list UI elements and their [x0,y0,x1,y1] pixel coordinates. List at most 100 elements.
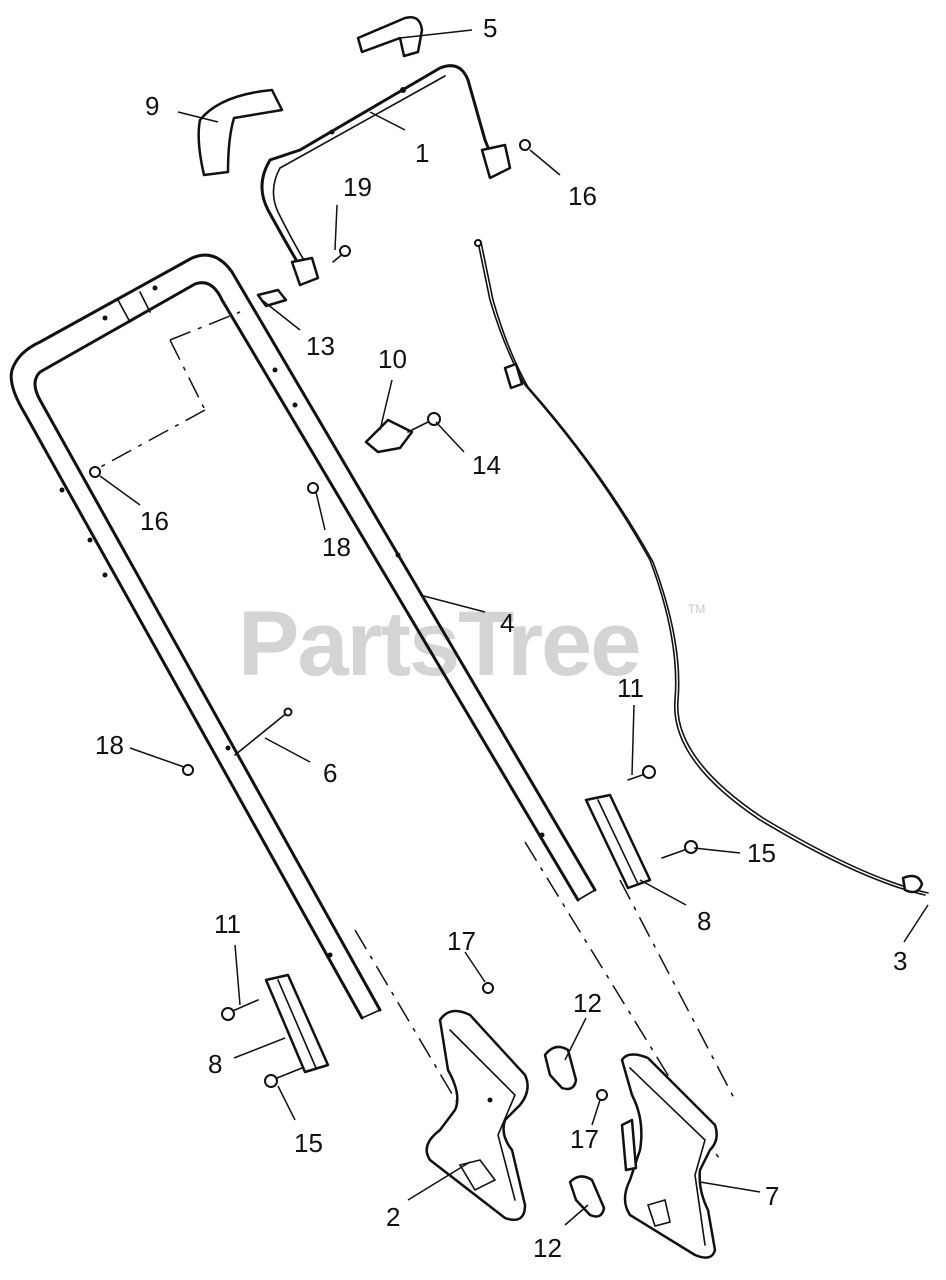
watermark: PartsTree TM [238,593,705,695]
bracket-flange-right [629,1067,706,1246]
handle-hole [102,315,108,321]
callout-8-left: 8 [208,1049,222,1079]
callout-12-upper: 12 [573,988,602,1018]
leader-line [129,747,185,768]
cable-end [901,874,924,894]
bolt-head [264,1074,278,1088]
handle-hole [292,402,298,408]
leader-line [99,475,141,506]
bracket-plate-right [620,1053,718,1259]
leader-line [464,951,486,983]
handle-bracket-right [620,1053,718,1259]
callout-19: 19 [343,172,372,202]
callout-5: 5 [483,13,497,43]
callout-11-right: 11 [617,673,644,703]
assembly-line [169,339,206,411]
bail-grip [356,16,424,58]
handle-tube-inner [33,281,580,1012]
nut [519,139,531,151]
leader-line [234,944,241,1006]
callout-17-upper: 17 [447,926,476,956]
handle-hole [59,487,65,493]
leader-line [564,1204,589,1226]
leader-line [699,1181,761,1193]
callout-16-left: 16 [140,506,169,536]
nut [182,764,194,776]
cable-ferrule [503,362,524,390]
leader-line [591,1099,601,1126]
bail-bar-inner [272,75,446,271]
callout-12-lower: 12 [533,1233,562,1263]
leader-line [529,149,561,176]
nut [307,482,319,494]
bail-right-bracket [480,143,512,180]
watermark-text: PartsTree [238,593,639,695]
assembly-lines [94,311,736,1176]
clamp-groove [277,979,317,1069]
callout-8-right: 8 [697,906,711,936]
bail-left-bracket [290,256,320,287]
bolt-head [642,765,656,779]
callout-1: 1 [415,138,429,168]
leader-line [334,204,338,251]
leader-line [903,904,929,943]
callout-15-left: 15 [294,1128,323,1158]
leader-line [631,704,635,776]
callout-18-upper: 18 [322,532,351,562]
handle-bend-marks [117,291,151,323]
leader-line [277,1085,296,1121]
bolt-head [221,1007,235,1021]
cable-tip [474,239,482,247]
leader-line [369,111,406,131]
callout-labels: 1 2 3 4 5 6 7 8 8 9 10 11 11 12 12 13 14… [95,13,907,1263]
bracket-hole [487,1097,493,1103]
handle-frame [9,253,597,1020]
cable-bracket [364,418,414,454]
leader-line [435,421,465,453]
bail-bar [260,64,497,277]
callout-3: 3 [893,946,907,976]
callout-9: 9 [145,91,159,121]
callout-16-right: 16 [568,181,597,211]
leader-line [639,879,687,906]
bracket-cutout [646,1198,671,1227]
pin-head [283,707,293,717]
leader-line [407,1161,471,1201]
handle-hole [395,552,401,558]
hardware [89,139,698,1101]
assembly-line [169,311,241,341]
leader-line [419,594,486,613]
callout-11-left: 11 [214,909,241,939]
bolt-head [427,412,441,426]
handle-hole [272,367,278,373]
assembly-line [354,929,501,1176]
handle-hole [327,952,333,958]
handle-grip [197,88,284,177]
pin-shaft [234,711,289,756]
leader-line [564,1017,587,1061]
control-cable [474,239,929,896]
nut [596,1089,608,1101]
leader-line [315,491,326,531]
assembly-line [94,409,206,471]
handle-end [361,1009,381,1019]
bracket-flange-left [449,1029,516,1201]
callout-18-lower: 18 [95,730,124,760]
callout-2: 2 [386,1202,400,1232]
callout-10: 10 [378,344,407,374]
bail-mark [329,129,335,135]
handle-hole [152,285,158,291]
callout-7: 7 [765,1181,779,1211]
nut [482,982,494,994]
clamp-groove [597,799,639,885]
leader-line [233,1037,286,1059]
leader-line [379,379,393,431]
leader-line [261,299,301,331]
watermark-trademark: TM [688,602,705,616]
control-bail [260,64,512,287]
bolt-head [339,245,351,257]
leader-line [264,737,311,763]
leader-line [693,847,741,854]
leader-line [399,29,473,39]
